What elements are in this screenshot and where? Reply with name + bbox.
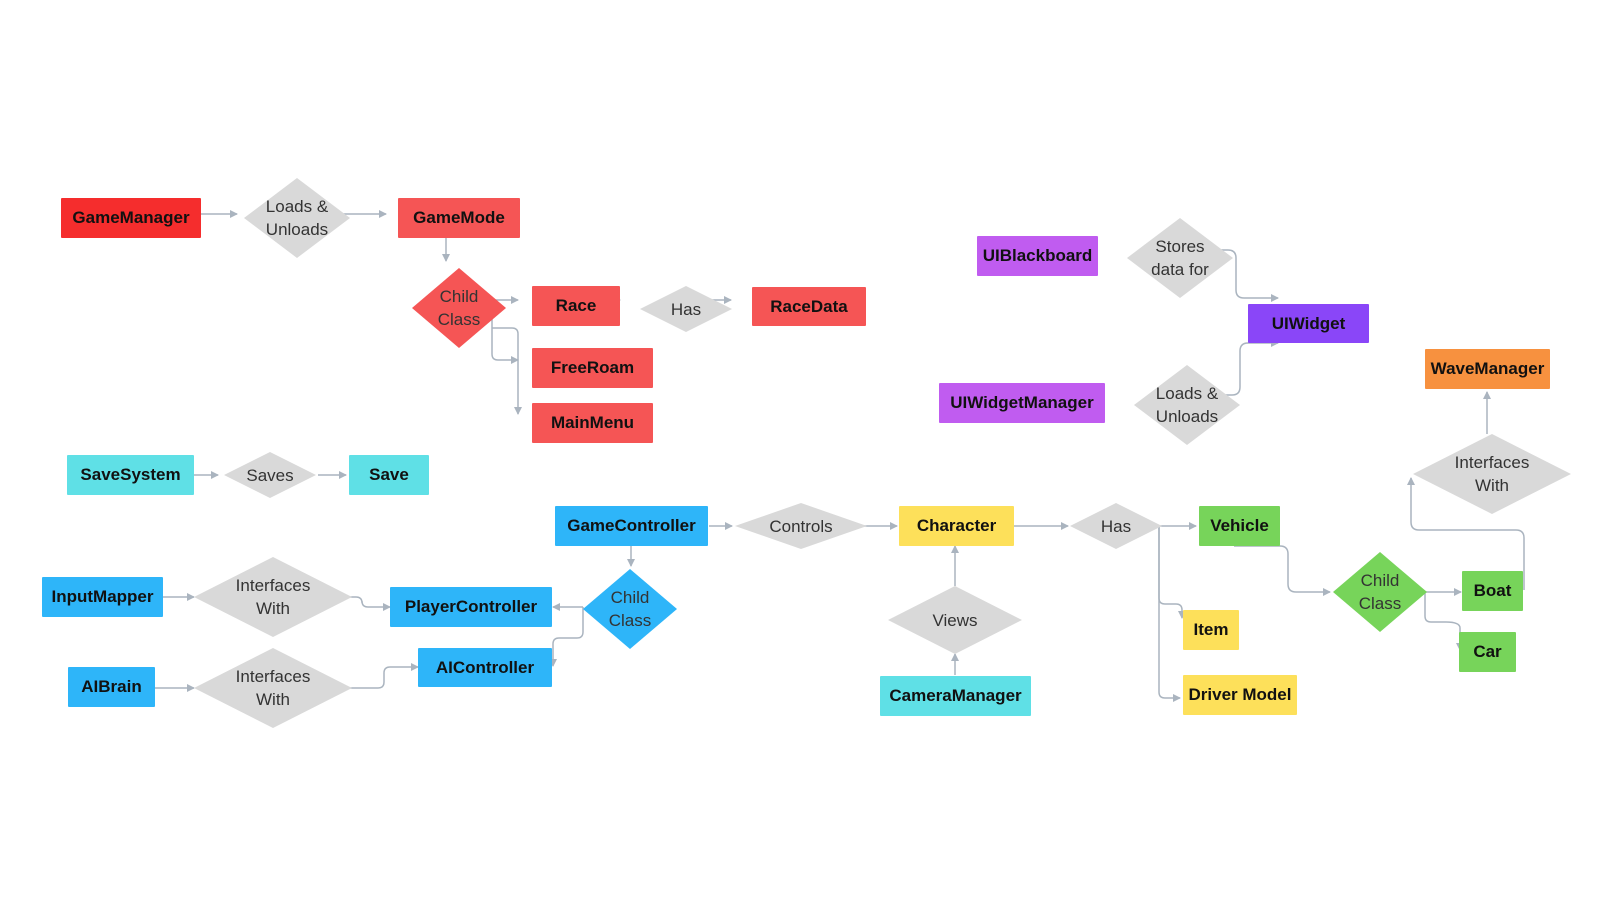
node-save-system[interactable]: SaveSystem — [67, 455, 194, 495]
edge — [1424, 592, 1464, 651]
node-race[interactable]: Race — [532, 286, 620, 326]
relation-child-class-1: Child Class — [437, 287, 481, 329]
diamond-loads-unloads-2 — [1134, 365, 1240, 445]
node-wave-manager[interactable]: WaveManager — [1425, 349, 1550, 389]
edge — [1407, 477, 1525, 590]
relation-interfaces-with-2: Interfaces With — [235, 576, 311, 618]
relation-saves: Saves — [246, 465, 294, 485]
edge — [492, 327, 522, 415]
diamond-loads-unloads-1 — [244, 178, 350, 258]
edge — [350, 663, 419, 689]
diamond-views — [888, 586, 1022, 654]
node-item[interactable]: Item — [1183, 610, 1239, 650]
diamond-child-class-2 — [583, 569, 677, 649]
node-game-manager[interactable]: GameManager — [61, 198, 201, 238]
edge — [549, 607, 584, 667]
relation-interfaces-with-1: Interfaces With — [1454, 453, 1530, 495]
edge — [1200, 249, 1279, 302]
edge — [1158, 526, 1181, 702]
edge — [491, 300, 519, 364]
diamond-has-1 — [640, 286, 732, 332]
diamond-interfaces-with-1 — [1413, 434, 1571, 514]
diamond-has-2 — [1070, 503, 1162, 549]
diamond-stores-data-for — [1127, 218, 1233, 298]
relation-child-class-3: Child Class — [1358, 571, 1402, 613]
node-race-data[interactable]: RaceData — [752, 287, 866, 326]
node-game-mode[interactable]: GameMode — [398, 198, 520, 238]
node-character[interactable]: Character — [899, 506, 1014, 546]
node-ai-brain[interactable]: AIBrain — [68, 667, 155, 707]
node-main-menu[interactable]: MainMenu — [532, 403, 653, 443]
node-ai-controller[interactable]: AIController — [418, 648, 552, 687]
node-vehicle[interactable]: Vehicle — [1199, 506, 1280, 546]
node-input-mapper[interactable]: InputMapper — [42, 577, 163, 617]
node-car[interactable]: Car — [1459, 632, 1516, 672]
diamond-child-class-1 — [412, 268, 506, 348]
relation-child-class-2: Child Class — [608, 588, 652, 630]
edge — [350, 596, 391, 611]
diamond-saves — [224, 452, 316, 498]
relation-loads-unloads-1: Loads & Unloads — [265, 197, 329, 239]
edge — [1234, 545, 1331, 596]
node-save[interactable]: Save — [349, 455, 429, 495]
node-ui-widget-manager[interactable]: UIWidgetManager — [939, 383, 1105, 423]
relation-has-1: Has — [670, 299, 702, 319]
node-game-controller[interactable]: GameController — [555, 506, 708, 546]
relation-interfaces-with-3: Interfaces With — [235, 667, 311, 709]
node-boat[interactable]: Boat — [1462, 571, 1523, 611]
node-camera-manager[interactable]: CameraManager — [880, 676, 1031, 716]
relation-stores-data-for: Stores data for — [1151, 237, 1209, 279]
node-driver-model[interactable]: Driver Model — [1183, 675, 1297, 715]
diamond-interfaces-with-3 — [194, 648, 352, 728]
node-player-controller[interactable]: PlayerController — [390, 587, 552, 627]
diamond-interfaces-with-2 — [194, 557, 352, 637]
edge — [1208, 339, 1279, 396]
relation-views: Views — [932, 610, 978, 630]
relation-controls: Controls — [769, 516, 833, 536]
diamond-controls — [735, 503, 867, 549]
diamond-child-class-3 — [1333, 552, 1427, 632]
relation-has-2: Has — [1100, 516, 1132, 536]
relation-loads-unloads-2: Loads & Unloads — [1155, 384, 1219, 426]
node-free-roam[interactable]: FreeRoam — [532, 348, 653, 388]
node-ui-blackboard[interactable]: UIBlackboard — [977, 236, 1098, 276]
edge — [1158, 526, 1186, 619]
node-ui-widget[interactable]: UIWidget — [1248, 304, 1369, 343]
